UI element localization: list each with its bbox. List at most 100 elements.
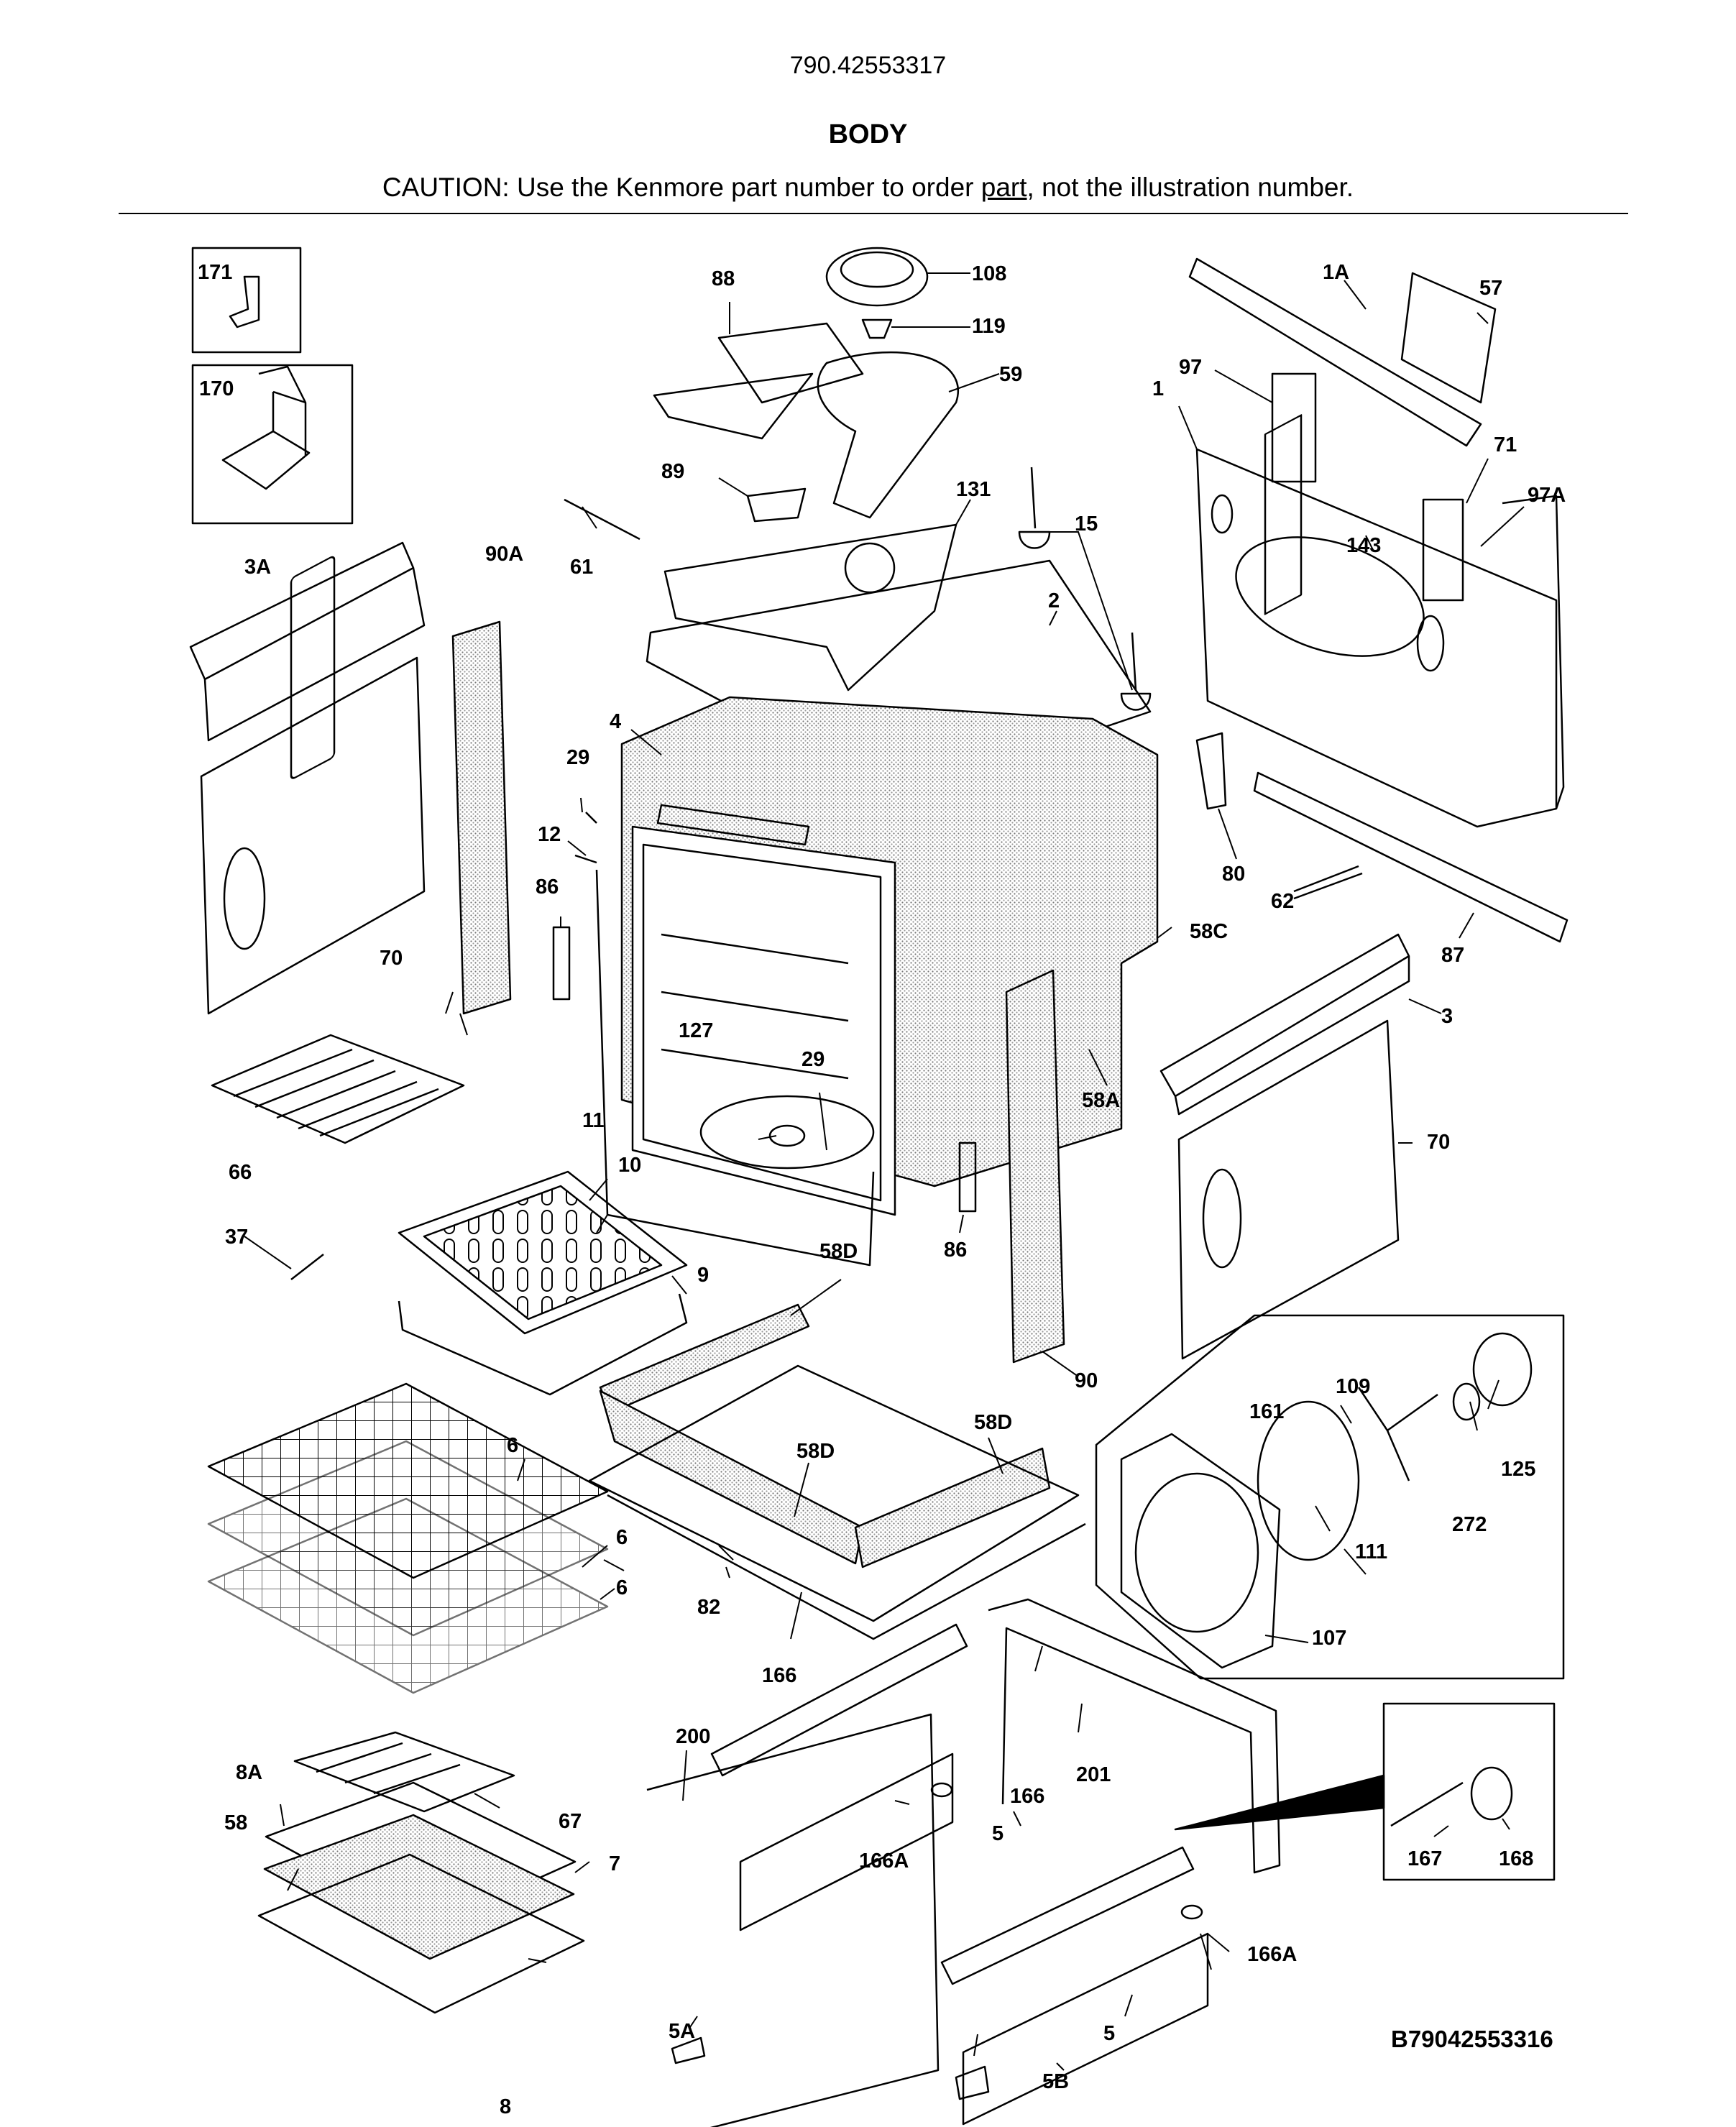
callout-29-cavity: 29 <box>802 1048 825 1071</box>
callout-10: 10 <box>618 1154 641 1177</box>
broiler-pan-9 <box>398 1293 688 1396</box>
terminal-block-62 <box>1293 865 1363 900</box>
drawer-slide-166a <box>710 1623 968 1777</box>
fan-motor-108-top <box>840 251 914 288</box>
caution-text: CAUTION: Use the Kenmore part number to … <box>382 173 981 202</box>
leader-lines <box>244 272 1525 2071</box>
callout-272: 272 <box>1452 1513 1487 1536</box>
probe-15a <box>1018 467 1051 549</box>
baffle-131 <box>663 523 957 692</box>
callout-82: 82 <box>697 1596 720 1619</box>
callout-61: 61 <box>570 556 593 579</box>
thermostat-89 <box>746 487 807 523</box>
wire-harness-97 <box>1271 372 1317 483</box>
callout-57: 57 <box>1479 277 1502 300</box>
duct-88 <box>653 322 864 440</box>
oven-cavity-front <box>631 825 896 1216</box>
callout-5-upper: 5 <box>992 1822 1004 1845</box>
side-rail-3 <box>1159 933 1410 1116</box>
callout-166a-left: 166A <box>859 1850 909 1873</box>
callout-5a: 5A <box>669 2020 695 2043</box>
probe-37 <box>290 1254 324 1280</box>
callout-107: 107 <box>1312 1627 1346 1650</box>
callout-58c: 58C <box>1190 920 1228 943</box>
callout-97: 97 <box>1179 356 1202 379</box>
callout-1a: 1A <box>1323 261 1349 284</box>
baffle-131-hole <box>844 542 896 594</box>
side-panel-left-70 <box>200 656 426 1015</box>
callout-12: 12 <box>538 823 561 846</box>
oven-floor-recess <box>699 1095 875 1170</box>
callout-109: 109 <box>1336 1375 1370 1398</box>
callout-3a: 3A <box>244 556 271 579</box>
section-title: BODY <box>828 119 908 150</box>
callout-29-top: 29 <box>566 746 589 769</box>
door-gasket-11 <box>595 869 875 1267</box>
convection-inset-box <box>1095 1314 1565 1680</box>
oven-rack-6c <box>207 1497 609 1694</box>
side-panel-right-70 <box>1177 1019 1400 1360</box>
bracket-80 <box>1195 732 1227 810</box>
broil-element-66 <box>211 1034 465 1144</box>
callout-166a-right: 166A <box>1247 1943 1297 1966</box>
leveling-leg-5b <box>1180 1904 1203 1920</box>
callout-127: 127 <box>679 1019 713 1042</box>
callout-3: 3 <box>1441 1005 1453 1028</box>
screw-29-12 <box>574 812 597 864</box>
callout-166-mid: 166 <box>1010 1785 1044 1808</box>
callout-11: 11 <box>582 1109 605 1132</box>
rod-167 <box>1390 1781 1464 1827</box>
rear-panel-slot-b <box>1416 615 1445 672</box>
callout-171: 171 <box>198 261 232 284</box>
callout-67: 67 <box>559 1810 582 1833</box>
rail-87 <box>1253 771 1569 943</box>
insulation-90a <box>451 620 512 1015</box>
oven-rack-guides <box>661 933 849 1080</box>
callout-1: 1 <box>1152 377 1164 400</box>
model-number: 790.42553317 <box>789 52 947 79</box>
drawer-frame-201 <box>988 1598 1281 1874</box>
callout-6-top: 6 <box>507 1434 518 1457</box>
fan-blade-119 <box>861 318 893 339</box>
header-rule <box>119 213 1628 214</box>
callout-8a: 8A <box>236 1761 262 1784</box>
rear-rail-1a <box>1188 257 1482 447</box>
rear-panel-1-flange <box>1502 495 1565 809</box>
blower-housing-59 <box>817 351 959 519</box>
callout-161: 161 <box>1249 1400 1284 1423</box>
callout-7: 7 <box>609 1852 620 1875</box>
callout-97a: 97A <box>1528 484 1566 507</box>
roller-168 <box>1470 1766 1513 1821</box>
callout-5-lower: 5 <box>1103 2022 1115 2045</box>
callout-108: 108 <box>972 262 1006 285</box>
drawer-slide-166b <box>940 1846 1195 1985</box>
callout-87: 87 <box>1441 944 1464 967</box>
convection-fan-109 <box>1357 1387 1438 1481</box>
caution-text-end: , not the illustration number. <box>1027 173 1354 202</box>
probe-15b <box>1120 632 1152 711</box>
callout-86-left: 86 <box>536 876 559 899</box>
callout-58d-right: 58D <box>974 1411 1012 1434</box>
bake-element-8a <box>293 1731 515 1813</box>
diagram-code: B79042553316 <box>1391 2026 1553 2052</box>
callout-170: 170 <box>199 377 234 400</box>
insulation-58d-left <box>599 1389 864 1565</box>
callout-119: 119 <box>972 315 1006 338</box>
callout-111: 111 <box>1355 1540 1387 1563</box>
side-rail-3a <box>189 541 426 742</box>
insulation-58d-front <box>854 1447 1051 1568</box>
wire-harness-97a <box>1422 498 1464 602</box>
side-panel-left-oval <box>223 847 266 950</box>
insulation-58d-rear <box>599 1303 810 1414</box>
sensor-127 <box>768 1124 806 1147</box>
callout-8: 8 <box>500 2095 511 2118</box>
broiler-rack-10 <box>398 1170 688 1335</box>
callout-90a: 90A <box>485 543 523 566</box>
convection-cover-107 <box>1120 1433 1281 1669</box>
rear-panel-1 <box>1195 448 1558 828</box>
fan-motor-125 <box>1472 1332 1533 1407</box>
bracket-171 <box>229 275 260 329</box>
hinge-receptacle-86b <box>958 1141 977 1213</box>
bottom-plate-8 <box>257 1853 585 2014</box>
side-panel-right-oval <box>1202 1168 1242 1269</box>
